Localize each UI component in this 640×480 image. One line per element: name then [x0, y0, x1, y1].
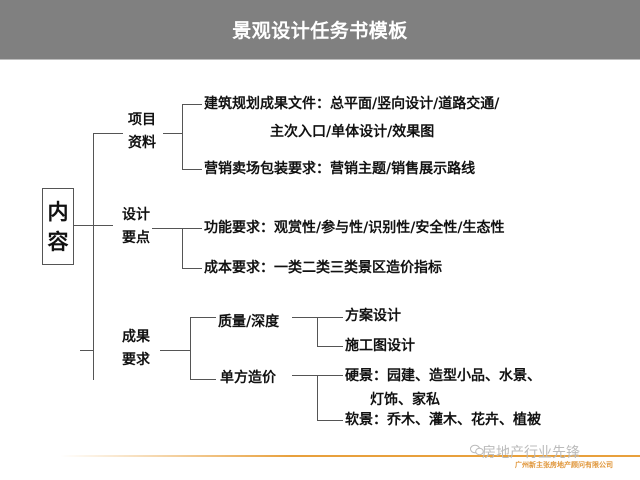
- connector: [317, 317, 318, 346]
- leaf-hardscape: 硬景：园建、造型小品、水景、: [345, 368, 541, 384]
- connector: [182, 228, 202, 229]
- connector: [317, 346, 343, 347]
- footer-brand: 房地产行业先锋: [482, 445, 580, 461]
- branch-label-line: 要点: [122, 230, 150, 246]
- page-title: 景观设计任务书模板: [232, 20, 408, 42]
- branch-design-points: 设计 要点: [116, 204, 156, 250]
- footer-divider: [60, 455, 640, 457]
- connector: [292, 317, 317, 318]
- connector: [317, 317, 343, 318]
- sub-unit-cost: 单方造价: [220, 370, 276, 386]
- connector: [292, 375, 317, 376]
- branch-label-line: 资料: [128, 135, 156, 151]
- sub-quality-depth: 质量/深度: [218, 314, 280, 330]
- leaf-hardscape-cont: 灯饰、家私: [370, 392, 440, 408]
- branch-label-line: 项目: [128, 112, 156, 128]
- connector: [160, 350, 190, 351]
- connector: [73, 225, 93, 226]
- leaf-construction-drawings: 施工图设计: [345, 338, 415, 354]
- connector: [317, 375, 343, 376]
- root-node: 内 容: [42, 188, 74, 265]
- connector: [190, 317, 216, 318]
- title-banner: 景观设计任务书模板: [0, 0, 640, 60]
- connector: [182, 104, 202, 105]
- connector: [182, 104, 183, 169]
- branch-label-line: 设计: [122, 207, 150, 223]
- leaf-marketing-packaging: 营销卖场包装要求：营销主题/销售展示路线: [204, 161, 476, 177]
- connector: [163, 133, 182, 134]
- connector: [182, 169, 202, 170]
- connector: [93, 225, 113, 226]
- connector: [80, 350, 94, 351]
- leaf-function-requirements: 功能要求：观赏性/参与性/识别性/安全性/生态性: [204, 220, 505, 236]
- connector: [182, 268, 202, 269]
- branch-label-line: 要求: [122, 352, 150, 368]
- connector: [317, 420, 343, 421]
- trunk-lower: [93, 225, 94, 351]
- leaf-softscape: 软景：乔木、灌木、花卉、植被: [345, 412, 541, 428]
- root-char-2: 容: [47, 229, 69, 254]
- footer-company: 广州新主张房地产顾问有限公司: [515, 461, 613, 469]
- connector: [317, 375, 318, 420]
- leaf-schematic-design: 方案设计: [345, 308, 401, 324]
- wechat-icon: [470, 444, 484, 456]
- connector: [190, 379, 216, 380]
- connector: [182, 228, 183, 268]
- connector: [93, 133, 123, 134]
- leaf-cost-requirements: 成本要求：一类二类三类景区造价指标: [204, 260, 442, 276]
- branch-project-materials: 项目 资料: [122, 109, 162, 155]
- branch-label-line: 成果: [122, 329, 150, 345]
- leaf-architecture-docs: 建筑规划成果文件：总平面/竖向设计/道路交通/: [204, 96, 500, 112]
- connector: [190, 317, 191, 379]
- branch-deliverable-requirements: 成果 要求: [116, 326, 156, 372]
- leaf-architecture-docs-cont: 主次入口/单体设计/效果图: [270, 124, 435, 140]
- connector: [152, 228, 182, 229]
- root-char-1: 内: [47, 199, 69, 224]
